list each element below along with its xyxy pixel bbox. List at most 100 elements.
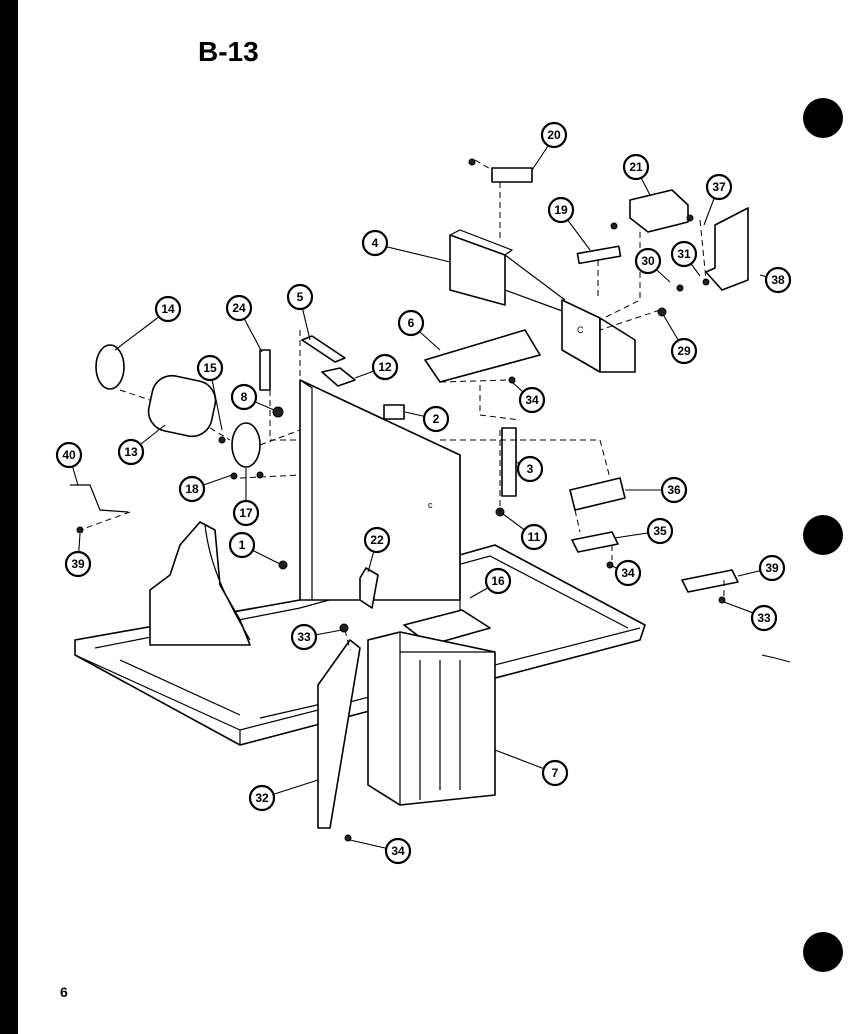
svg-text:1: 1 <box>239 538 246 552</box>
callout-8: 8 <box>230 383 258 411</box>
svg-text:34: 34 <box>391 844 405 858</box>
svg-text:3: 3 <box>527 462 534 476</box>
side-panel-broken <box>149 521 251 646</box>
callout-30: 30 <box>634 247 662 275</box>
part-38-bracket <box>705 207 749 291</box>
part-36-bracket <box>569 477 626 511</box>
callout-24: 24 <box>225 294 253 322</box>
page-number: 6 <box>60 984 68 1000</box>
part-21-cover <box>629 189 689 233</box>
svg-text:12: 12 <box>378 360 392 374</box>
callout-33-right: 33 <box>750 604 778 632</box>
callout-14: 14 <box>154 295 182 323</box>
svg-text:2: 2 <box>433 412 440 426</box>
page-title: B-13 <box>198 36 259 67</box>
svg-text:c: c <box>428 500 433 510</box>
part-39-strip <box>681 569 739 593</box>
part-6-rail <box>424 329 541 383</box>
callout-12: 12 <box>371 353 399 381</box>
svg-text:6: 6 <box>408 316 415 330</box>
svg-text:16: 16 <box>491 574 505 588</box>
svg-text:39: 39 <box>765 561 779 575</box>
svg-text:C: C <box>577 325 584 335</box>
svg-text:37: 37 <box>712 180 726 194</box>
svg-text:34: 34 <box>621 566 635 580</box>
svg-text:11: 11 <box>528 530 541 544</box>
callout-31: 31 <box>670 240 698 268</box>
svg-text:15: 15 <box>203 361 217 375</box>
svg-text:14: 14 <box>161 302 175 316</box>
punch-hole-bottom <box>803 932 843 972</box>
svg-text:31: 31 <box>677 247 691 261</box>
part-35-strip <box>571 531 619 553</box>
callout-37: 37 <box>705 173 733 201</box>
punch-hole-middle <box>803 515 843 555</box>
callout-19: 19 <box>547 196 575 224</box>
callout-7: 7 <box>541 759 569 787</box>
svg-text:29: 29 <box>677 344 691 358</box>
svg-text:30: 30 <box>641 254 655 268</box>
callout-17: 17 <box>232 499 260 527</box>
svg-text:36: 36 <box>667 483 681 497</box>
callout-13: 13 <box>117 438 145 466</box>
callout-35: 35 <box>646 517 674 545</box>
callout-32: 32 <box>248 784 276 812</box>
svg-text:21: 21 <box>629 160 643 174</box>
part-14-cap <box>95 344 125 390</box>
svg-text:33: 33 <box>297 630 311 644</box>
part-17-plate <box>231 422 261 468</box>
callout-29: 29 <box>670 337 698 365</box>
callout-3: 3 <box>516 455 544 483</box>
callout-18: 18 <box>178 475 206 503</box>
svg-text:24: 24 <box>232 301 246 315</box>
callout-5: 5 <box>286 283 314 311</box>
part-2-bracket <box>383 404 405 420</box>
svg-text:40: 40 <box>62 448 76 462</box>
binder-strip <box>0 0 18 1034</box>
punch-hole-top <box>803 98 843 138</box>
callout-34-bottom: 34 <box>384 837 412 865</box>
part-12-clip <box>321 367 356 387</box>
callout-39-right: 39 <box>758 554 786 582</box>
callout-15: 15 <box>196 354 224 382</box>
svg-text:34: 34 <box>525 393 539 407</box>
part-3-bracket <box>501 427 517 497</box>
part-24-bracket <box>259 349 271 391</box>
svg-text:38: 38 <box>771 273 785 287</box>
svg-text:39: 39 <box>71 557 85 571</box>
callout-16: 16 <box>484 567 512 595</box>
svg-text:32: 32 <box>255 791 269 805</box>
svg-text:20: 20 <box>547 128 561 142</box>
part-22-bracket <box>359 567 379 609</box>
callout-34-upper: 34 <box>518 386 546 414</box>
callout-36: 36 <box>660 476 688 504</box>
callout-22: 22 <box>363 526 391 554</box>
svg-text:33: 33 <box>757 611 771 625</box>
callout-38: 38 <box>764 266 792 294</box>
svg-text:4: 4 <box>372 236 379 250</box>
svg-text:5: 5 <box>297 290 304 304</box>
part-32-door <box>317 639 361 829</box>
part-20-bracket <box>491 167 533 183</box>
svg-text:7: 7 <box>552 766 559 780</box>
control-box: C <box>449 229 636 373</box>
callout-2: 2 <box>422 405 450 433</box>
callout-4: 4 <box>361 229 389 257</box>
bulkhead-panel: c <box>299 379 461 621</box>
callout-34-mid: 34 <box>614 559 642 587</box>
callout-21: 21 <box>622 153 650 181</box>
svg-text:13: 13 <box>124 445 138 459</box>
callout-11: 11 <box>520 523 548 551</box>
callout-33-center: 33 <box>290 623 318 651</box>
svg-text:19: 19 <box>554 203 568 217</box>
svg-text:22: 22 <box>370 533 384 547</box>
callout-6: 6 <box>397 309 425 337</box>
svg-text:8: 8 <box>241 390 248 404</box>
part-5-strip <box>301 335 346 363</box>
callout-20: 20 <box>540 121 568 149</box>
callout-39-left: 39 <box>64 550 92 578</box>
part-13-capacitor <box>147 374 217 438</box>
callout-1: 1 <box>228 531 256 559</box>
part-7-duct-box <box>367 631 496 806</box>
